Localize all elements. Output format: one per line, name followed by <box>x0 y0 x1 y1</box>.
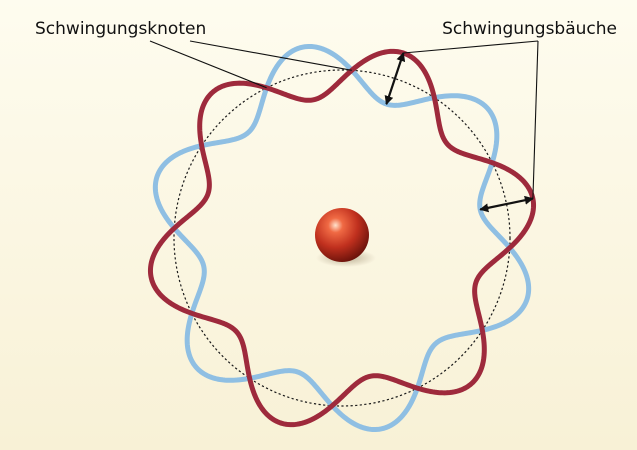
nucleus <box>315 208 369 262</box>
antinode-amplitude-arrows <box>384 52 534 213</box>
nodes-label: Schwingungsknoten <box>35 19 207 39</box>
antinodes-label: Schwingungsbäuche <box>442 19 617 39</box>
antinode-pointer-line <box>532 40 539 199</box>
node-pointer-line <box>189 40 352 71</box>
node-pointer-lines <box>149 40 352 89</box>
antinode-pointer-lines <box>403 40 539 199</box>
antinode-pointer-line <box>403 40 539 54</box>
standing-wave-red <box>147 48 537 428</box>
antinode-amplitude-arrow <box>479 195 534 213</box>
standing-wave-blue <box>152 43 532 433</box>
node-pointer-line <box>149 40 267 89</box>
orbit-circle <box>173 69 511 407</box>
antinode-amplitude-arrow <box>384 52 406 105</box>
